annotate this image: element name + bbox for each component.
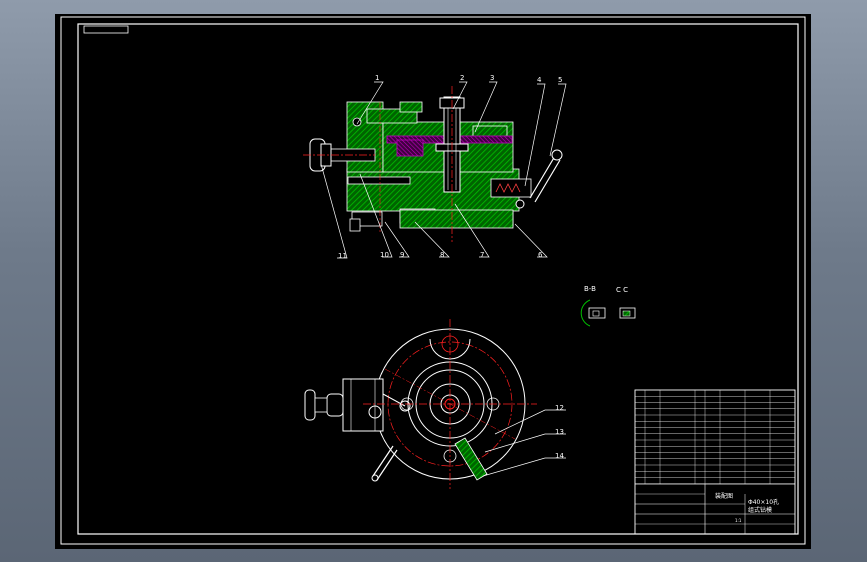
top-plan-view [304,319,537,489]
balloon-8: 8 [440,251,444,259]
product-name-line2: 组式钻模 [748,506,772,514]
section-cc-label: C C [616,286,628,294]
balloon-3: 3 [490,74,494,82]
balloon-labels: 1 2 3 4 5 6 7 8 9 10 11 12 13 14 [338,74,564,460]
code-box [83,25,129,34]
balloon-11: 11 [338,252,347,260]
leader-lines-front [320,81,567,259]
leader-lines-top [482,409,566,477]
drawing-name: 装配图 [715,492,733,500]
section-bb-label: B-B [584,285,596,293]
scale-value: 1:1 [735,518,742,523]
balloon-13: 13 [555,428,564,436]
front-section-view [303,86,563,242]
inner-frame [77,23,799,535]
balloon-4: 4 [537,76,542,84]
balloon-6: 6 [538,251,543,259]
product-name-line1: Φ40×10孔 [748,498,779,506]
drawing-sheet: 1 2 3 4 5 6 7 8 9 10 11 12 13 14 B-B C C [55,14,811,549]
balloon-1: 1 [375,74,379,82]
balloon-5: 5 [558,76,562,84]
section-detail-views: B-B C C [580,285,636,327]
outer-frame [60,16,806,545]
balloon-10: 10 [380,251,389,259]
balloon-2: 2 [460,74,464,82]
assembly-drawing: 1 2 3 4 5 6 7 8 9 10 11 12 13 14 B-B C C [60,16,806,545]
balloon-7: 7 [480,251,484,259]
balloon-9: 9 [400,251,404,259]
balloon-14: 14 [555,452,564,460]
title-block: 装配图 Φ40×10孔 组式钻模 1:1 [634,389,796,535]
balloon-12: 12 [555,404,564,412]
